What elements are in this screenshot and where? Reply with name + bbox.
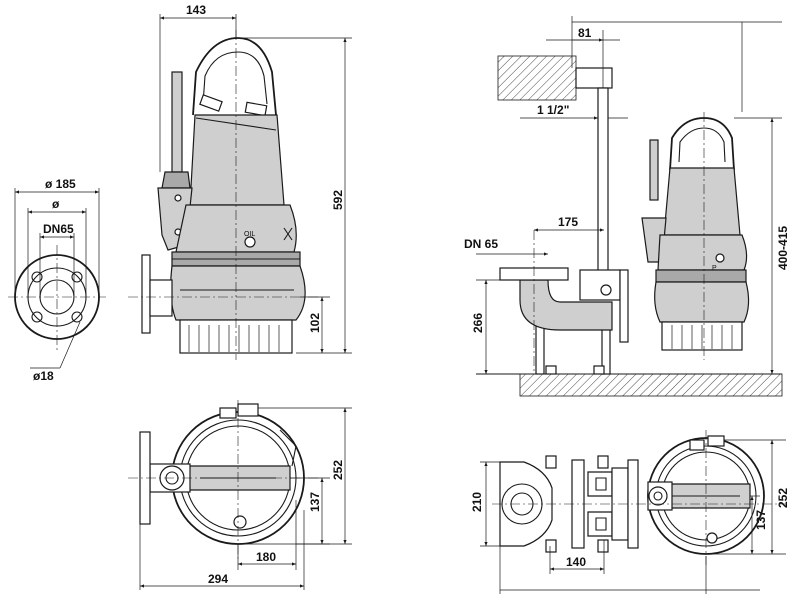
dim-dn65-left: DN65 [43, 222, 74, 236]
duckfoot-bend [519, 279, 613, 331]
dim-width-175: 175 [558, 215, 578, 229]
dim-height-252-br: 252 [776, 488, 790, 508]
dim-height-210: 210 [470, 492, 484, 512]
pump-side-view [128, 14, 352, 360]
dim-width-180: 180 [256, 550, 276, 564]
dim-height-592: 592 [331, 190, 345, 210]
cable-gland [171, 71, 183, 173]
dim-height-252-bl: 252 [331, 460, 345, 480]
discharge-flange [141, 254, 151, 334]
dim-width-81: 81 [578, 26, 592, 40]
dim-dn65-right: DN 65 [464, 237, 498, 251]
installation-top-view [480, 430, 786, 594]
volute [170, 265, 306, 321]
pump-motor-right [663, 167, 741, 236]
dim-height-102: 102 [308, 313, 322, 333]
flange-view [8, 188, 106, 369]
base-flange-left [499, 461, 553, 547]
guide-bracket [575, 67, 613, 89]
dim-width-294: 294 [208, 572, 228, 586]
guide-rail [597, 87, 609, 279]
dim-width-140: 140 [566, 555, 586, 569]
floor-section [519, 373, 783, 397]
wall-section [497, 55, 577, 101]
dim-height-137-br: 137 [754, 510, 768, 530]
dim-width-143: 143 [186, 3, 206, 17]
dim-height-266: 266 [471, 313, 485, 333]
dim-height-400-415: 400-415 [776, 226, 790, 270]
installation-view [476, 16, 783, 397]
dim-dia-18: ø18 [33, 369, 54, 383]
pump-top-view-left [128, 400, 352, 590]
dim-pipe-1-1-2: 1 1/2" [537, 103, 569, 117]
dim-height-137-bl: 137 [308, 492, 322, 512]
p-marking: P [712, 265, 717, 272]
oil-marking: OIL [244, 231, 255, 238]
dim-dia-185: ø 185 [45, 177, 76, 191]
motor-housing [189, 114, 285, 206]
dim-dia: ø [52, 197, 60, 211]
